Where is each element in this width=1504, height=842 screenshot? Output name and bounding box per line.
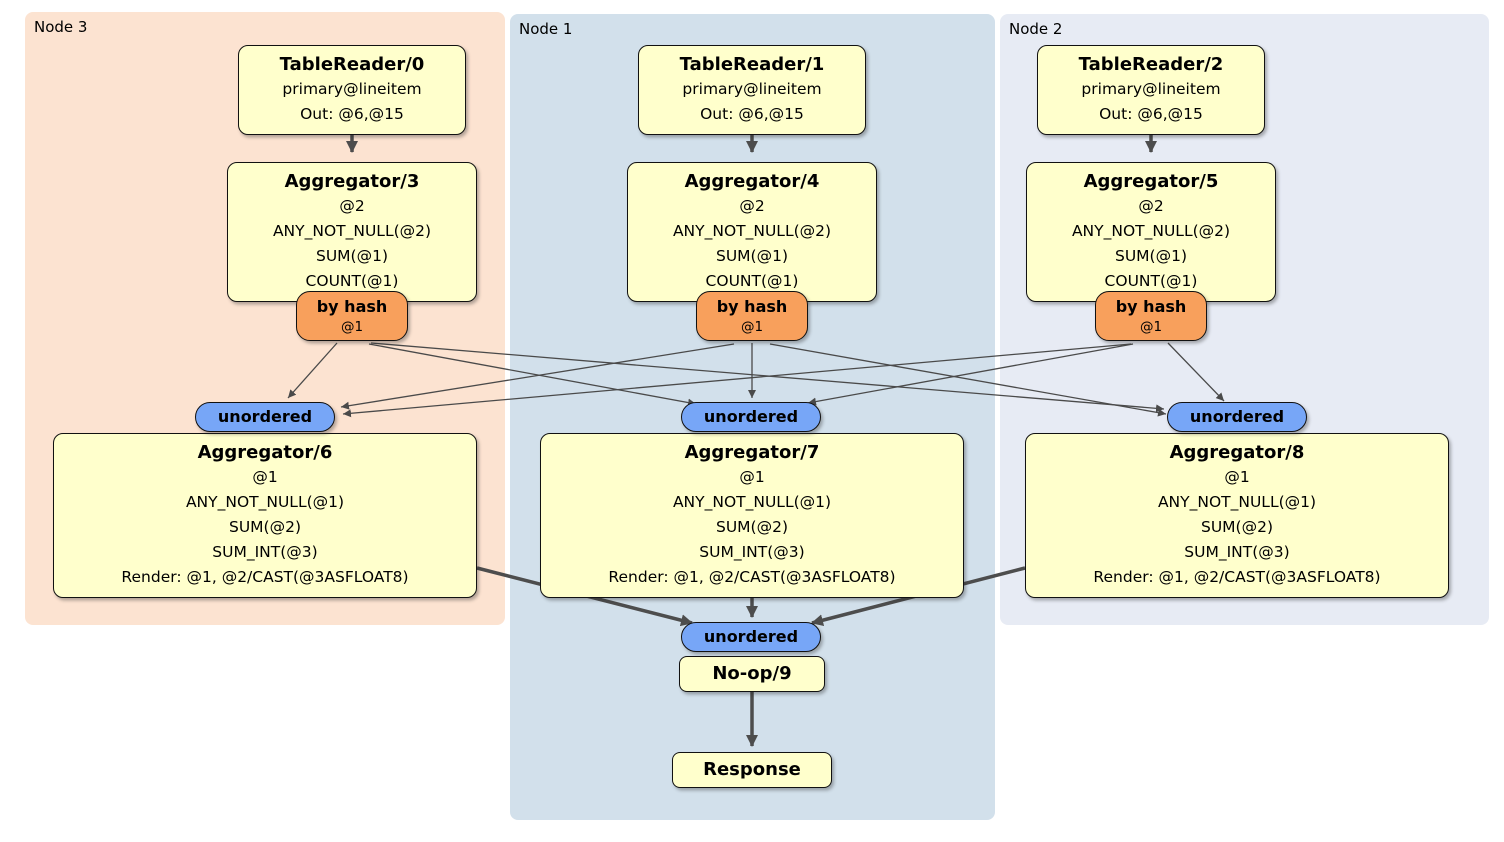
aggregator-6-render: Render: @1, @2/CAST(@3ASFLOAT8) [121,568,409,586]
table-reader-2-out: Out: @6,@15 [1099,105,1203,123]
sync-unordered-2-label: unordered [1189,407,1285,426]
sync-unordered-0-label: unordered [217,407,313,426]
table-reader-2-title: TableReader/2 [1078,54,1224,75]
response-title: Response [703,759,801,780]
aggregator-3-fn: SUM(@1) [315,247,388,265]
router-by-hash-1-label: by hash [716,297,788,316]
aggregator-8-fn: SUM(@2) [1200,518,1273,536]
table-reader-0-title: TableReader/0 [279,54,425,75]
noop-9-title: No-op/9 [712,663,792,684]
aggregator-5-fn: COUNT(@1) [1104,272,1198,290]
sync-unordered-1: unordered [681,402,821,432]
sync-unordered-0: unordered [195,402,335,432]
aggregator-4-fn: COUNT(@1) [705,272,799,290]
aggregator-5-fn: SUM(@1) [1114,247,1187,265]
table-reader-0: TableReader/0 primary@lineitem Out: @6,@… [238,45,466,135]
response: Response [672,752,832,788]
router-by-hash-0-label: by hash [316,297,388,316]
router-by-hash-2-label: by hash [1115,297,1187,316]
aggregator-8: Aggregator/8 @1 ANY_NOT_NULL(@1) SUM(@2)… [1025,433,1449,598]
sync-unordered-final: unordered [681,622,821,652]
edges-hash-router-mesh [287,342,1225,418]
router-by-hash-2: by hash @1 [1095,291,1207,341]
aggregator-4-group-by: @2 [739,197,765,215]
aggregator-6: Aggregator/6 @1 ANY_NOT_NULL(@1) SUM(@2)… [53,433,477,598]
table-reader-2-index: primary@lineitem [1081,80,1221,98]
aggregator-7: Aggregator/7 @1 ANY_NOT_NULL(@1) SUM(@2)… [540,433,964,598]
aggregator-3: Aggregator/3 @2 ANY_NOT_NULL(@2) SUM(@1)… [227,162,477,302]
edges-reader-to-aggregator [346,134,1157,153]
table-reader-0-out: Out: @6,@15 [300,105,404,123]
table-reader-1-out: Out: @6,@15 [700,105,804,123]
aggregator-4: Aggregator/4 @2 ANY_NOT_NULL(@2) SUM(@1)… [627,162,877,302]
router-by-hash-1: by hash @1 [696,291,808,341]
aggregator-6-fn: SUM_INT(@3) [212,543,318,561]
aggregator-8-title: Aggregator/8 [1169,442,1305,463]
aggregator-3-group-by: @2 [339,197,365,215]
aggregator-8-fn: ANY_NOT_NULL(@1) [1157,493,1317,511]
aggregator-6-fn: ANY_NOT_NULL(@1) [185,493,345,511]
aggregator-7-render: Render: @1, @2/CAST(@3ASFLOAT8) [608,568,896,586]
aggregator-8-render: Render: @1, @2/CAST(@3ASFLOAT8) [1093,568,1381,586]
table-reader-1-index: primary@lineitem [682,80,822,98]
aggregator-5-fn: ANY_NOT_NULL(@2) [1071,222,1231,240]
aggregator-5-title: Aggregator/5 [1083,171,1219,192]
node-region-1-label: Node 1 [519,20,573,38]
sync-unordered-final-label: unordered [703,627,799,646]
router-by-hash-0: by hash @1 [296,291,408,341]
aggregator-5-group-by: @2 [1138,197,1164,215]
aggregator-7-fn: SUM_INT(@3) [699,543,805,561]
table-reader-2: TableReader/2 primary@lineitem Out: @6,@… [1037,45,1265,135]
aggregator-3-fn: COUNT(@1) [305,272,399,290]
aggregator-4-title: Aggregator/4 [684,171,820,192]
aggregator-7-fn: SUM(@2) [715,518,788,536]
table-reader-0-index: primary@lineitem [282,80,422,98]
aggregator-3-title: Aggregator/3 [284,171,420,192]
aggregator-6-fn: SUM(@2) [228,518,301,536]
aggregator-7-group-by: @1 [739,468,765,486]
aggregator-4-fn: ANY_NOT_NULL(@2) [672,222,832,240]
router-by-hash-2-detail: @1 [1139,319,1163,335]
router-by-hash-0-detail: @1 [340,319,364,335]
aggregator-3-fn: ANY_NOT_NULL(@2) [272,222,432,240]
aggregator-5: Aggregator/5 @2 ANY_NOT_NULL(@2) SUM(@1)… [1026,162,1276,302]
aggregator-4-fn: SUM(@1) [715,247,788,265]
aggregator-6-group-by: @1 [252,468,278,486]
noop-9: No-op/9 [679,656,825,692]
node-region-3-label: Node 3 [34,18,88,36]
aggregator-7-fn: ANY_NOT_NULL(@1) [672,493,832,511]
node-region-2-label: Node 2 [1009,20,1063,38]
aggregator-8-fn: SUM_INT(@3) [1184,543,1290,561]
aggregator-7-title: Aggregator/7 [684,442,820,463]
sync-unordered-1-label: unordered [703,407,799,426]
router-by-hash-1-detail: @1 [740,319,764,335]
sync-unordered-2: unordered [1167,402,1307,432]
aggregator-6-title: Aggregator/6 [197,442,333,463]
aggregator-8-group-by: @1 [1224,468,1250,486]
table-reader-1-title: TableReader/1 [679,54,825,75]
table-reader-1: TableReader/1 primary@lineitem Out: @6,@… [638,45,866,135]
